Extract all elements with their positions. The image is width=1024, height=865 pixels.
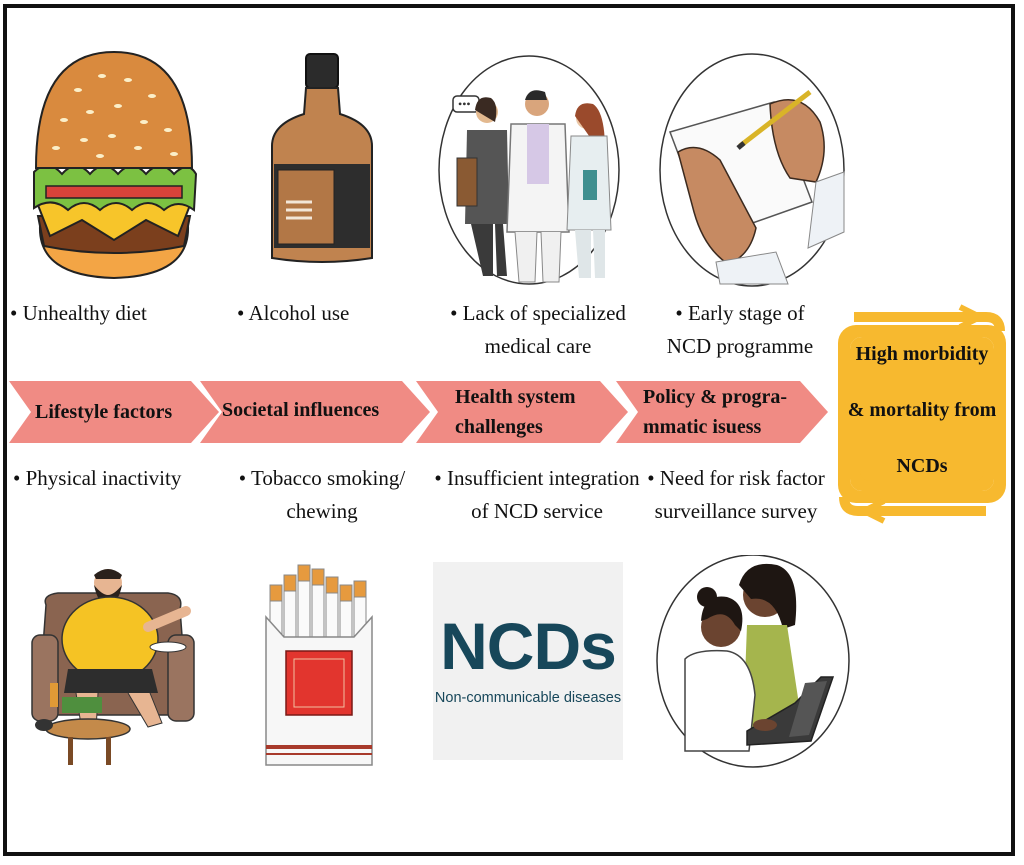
factor-unhealthy-diet: • Unhealthy diet bbox=[10, 301, 147, 325]
whiskey-bottle-icon bbox=[271, 53, 373, 263]
factor-line: NCD programme bbox=[666, 334, 814, 358]
cigarette-pack-icon bbox=[265, 564, 373, 766]
chevron-societal bbox=[200, 381, 430, 443]
outcome-box bbox=[838, 304, 1006, 524]
factor-line: • Tobacco smoking/ bbox=[238, 466, 406, 490]
obese-man-couch-icon bbox=[31, 569, 195, 765]
outcome-text: High morbidity & mortality from NCDs bbox=[836, 340, 1008, 481]
people-laptop-icon bbox=[656, 555, 850, 768]
stage-label-policy: Policy & progra- mmatic isuess bbox=[643, 382, 787, 442]
stage-label-societal: Societal influences bbox=[222, 399, 380, 421]
factor-tobacco: • Tobacco smoking/ chewing bbox=[222, 462, 422, 528]
stage-label-line: Health system bbox=[455, 386, 576, 408]
writing-hand-icon bbox=[659, 53, 845, 287]
outcome-line: & mortality from bbox=[847, 399, 997, 421]
stage-label-health-system: Health system challenges bbox=[455, 382, 576, 442]
factor-risk-surveillance: • Need for risk factor surveillance surv… bbox=[645, 462, 827, 528]
factor-line: of NCD service bbox=[471, 499, 603, 523]
factor-line: chewing bbox=[286, 499, 358, 523]
stage-label-line: mmatic isuess bbox=[643, 416, 762, 438]
outcome-line: High morbidity bbox=[855, 343, 989, 365]
factor-line: • Early stage of bbox=[675, 301, 805, 325]
medical-staff-icon: ••• bbox=[438, 55, 620, 285]
factor-alcohol-use: • Alcohol use bbox=[237, 301, 350, 325]
factor-line: • Need for risk factor bbox=[647, 466, 825, 490]
ncd-logo-title: NCDs bbox=[440, 609, 617, 683]
svg-text:•••: ••• bbox=[458, 97, 471, 111]
stage-label-line: Policy & progra- bbox=[643, 386, 788, 408]
factor-line: • Insufficient integration bbox=[434, 466, 640, 490]
factor-line: medical care bbox=[484, 334, 592, 358]
factor-early-ncd-programme: • Early stage of NCD programme bbox=[645, 297, 835, 363]
ncd-logo: NCDs Non-communicable diseases bbox=[433, 562, 623, 760]
factor-insufficient-integration: • Insufficient integration of NCD servic… bbox=[428, 462, 646, 528]
outcome-line: NCDs bbox=[896, 455, 948, 477]
factor-specialized-care: • Lack of specialized medical care bbox=[428, 297, 648, 363]
stage-label-line: challenges bbox=[455, 416, 543, 438]
ncd-logo-subtitle: Non-communicable diseases bbox=[434, 690, 622, 706]
factor-line: surveillance survey bbox=[654, 499, 818, 523]
factor-line: • Lack of specialized bbox=[450, 301, 626, 325]
stage-label-lifestyle: Lifestyle factors bbox=[35, 401, 173, 423]
chevron-lifestyle bbox=[9, 381, 219, 443]
factor-physical-inactivity: • Physical inactivity bbox=[13, 466, 182, 490]
chevron-policy bbox=[616, 381, 828, 443]
burger-icon bbox=[33, 50, 198, 280]
chevron-health-system bbox=[416, 381, 628, 443]
